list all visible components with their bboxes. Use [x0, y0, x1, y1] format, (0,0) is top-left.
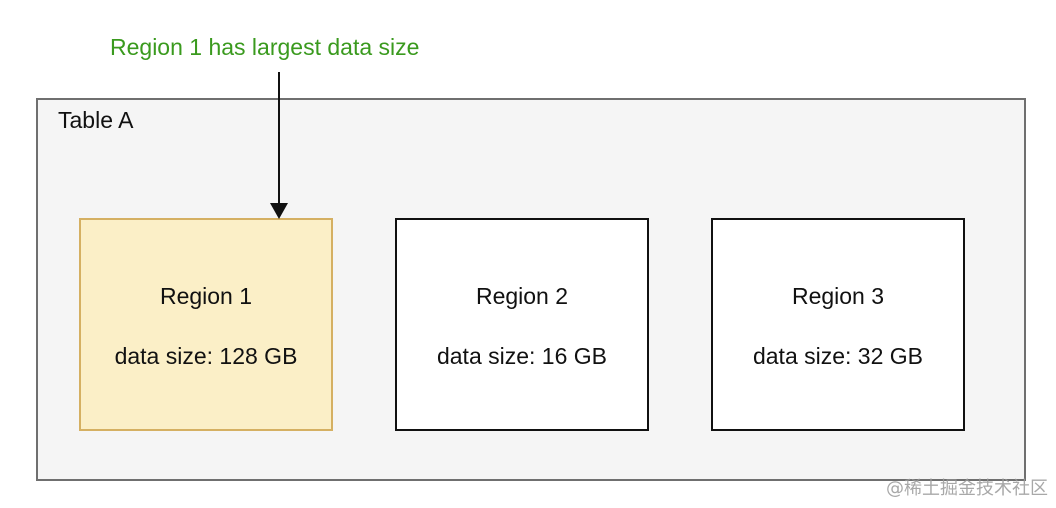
region-1-size: data size: 128 GB [114, 343, 298, 369]
region-2-size: data size: 16 GB [436, 343, 608, 369]
region-3-box: Region 3 data size: 32 GB [711, 218, 965, 431]
region-1-box: Region 1 data size: 128 GB [79, 218, 333, 431]
watermark: @稀土掘金技术社区 [886, 478, 1048, 499]
annotation-text: Region 1 has largest data size [110, 34, 420, 60]
region-3-size: data size: 32 GB [752, 343, 924, 369]
arrow-head [270, 203, 288, 219]
region-1-name: Region 1 [159, 283, 253, 309]
region-3-name: Region 3 [791, 283, 885, 309]
table-title: Table A [58, 107, 134, 133]
region-2-name: Region 2 [475, 283, 569, 309]
region-2-box: Region 2 data size: 16 GB [395, 218, 649, 431]
